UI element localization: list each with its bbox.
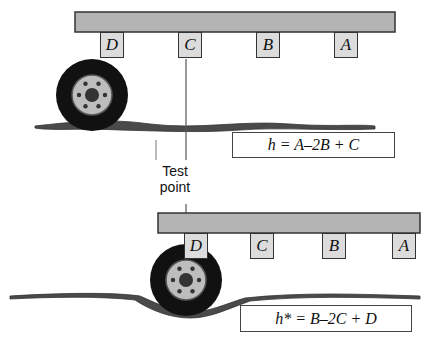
sensor-letter: A <box>399 236 409 256</box>
formula-box: h = A–2B + C <box>232 132 395 158</box>
sensor-box: D <box>184 233 208 259</box>
sensor-box: B <box>322 233 346 259</box>
sensor-letter: D <box>190 236 202 256</box>
measuring-beam <box>75 12 395 32</box>
sensor-letter: B <box>263 35 273 55</box>
test-point-line <box>185 204 186 213</box>
bolt-hole <box>190 267 194 271</box>
bolt-hole <box>96 104 100 108</box>
sensor-box: B <box>256 32 280 58</box>
bolt-hole <box>177 289 181 293</box>
sensor-box: C <box>178 32 202 58</box>
bolt-hole <box>96 82 100 86</box>
bolt-hole <box>103 93 107 97</box>
sensor-box: A <box>392 233 416 259</box>
bolt-hole <box>190 289 194 293</box>
formula-text: h = A–2B + C <box>268 136 360 154</box>
sensor-box: C <box>250 233 274 259</box>
bolt-hole <box>177 267 181 271</box>
bolt-hole <box>171 278 175 282</box>
formula-text: h* = B–2C + D <box>275 310 377 328</box>
bolt-hole <box>197 278 201 282</box>
sensor-box: A <box>334 32 358 58</box>
test-point-line <box>185 59 186 160</box>
bolt-hole <box>83 82 87 86</box>
sensor-letter: A <box>341 35 351 55</box>
test-point-label: Test point <box>150 163 200 195</box>
test-point-tick <box>156 140 157 160</box>
formula-box: h* = B–2C + D <box>240 305 412 332</box>
sensor-letter: B <box>329 236 339 256</box>
sensor-letter: C <box>184 35 195 55</box>
sensor-box: D <box>100 32 124 58</box>
bolt-hole <box>83 104 87 108</box>
sensor-letter: C <box>256 236 267 256</box>
bolt-hole <box>77 93 81 97</box>
sensor-letter: D <box>106 35 118 55</box>
measuring-beam <box>158 213 420 233</box>
wheel <box>56 59 128 131</box>
